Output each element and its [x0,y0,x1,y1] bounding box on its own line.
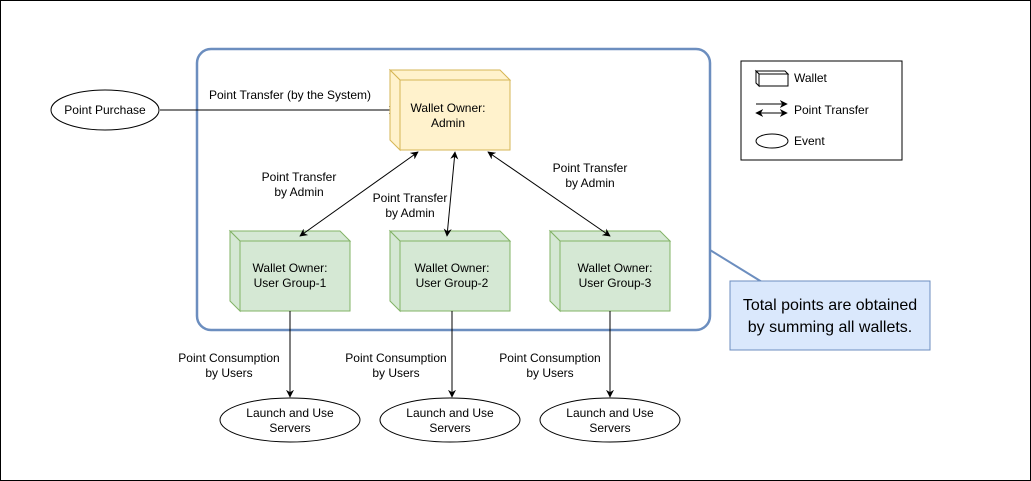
wallet-container [195,47,712,332]
label-system-transfer: Point Transfer (by the System) [209,88,371,102]
event-launch-1-line-2: Servers [269,421,310,435]
legend-wallet-icon [754,69,790,88]
event-launch-3-line-1: Launch and Use [566,406,654,420]
label-admin-transfer-3-line-2: by Admin [565,176,614,190]
label-consumption-3-line-1: Point Consumption [499,351,600,365]
wallet-user-group-3: Wallet Owner: User Group-3 [548,229,672,313]
label-admin-transfer-2-line-2: by Admin [385,206,434,220]
legend-wallet-label: Wallet [794,71,828,85]
arrow-admin-transfer-2 [443,151,459,237]
event-launch-2-line-1: Launch and Use [406,406,494,420]
legend-event-label: Event [794,134,825,148]
wallet-admin-line-2: Admin [431,116,465,130]
label-consumption-2-line-1: Point Consumption [345,351,446,365]
wallet-user-group-1: Wallet Owner: User Group-1 [228,229,352,313]
label-admin-transfer-1-line-1: Point Transfer [262,170,337,184]
wallet-admin-line-1: Wallet Owner: [411,101,486,115]
event-launch-2-line-2: Servers [429,421,470,435]
event-launch-3-line-2: Servers [589,421,630,435]
wallet-user-group-3-line-2: User Group-3 [579,276,652,290]
event-launch-1-line-1: Launch and Use [246,406,334,420]
summary-note-line-1: Total points are obtained [743,297,917,314]
wallet-user-group-2-line-1: Wallet Owner: [415,261,490,275]
label-consumption-1-line-2: by Users [205,366,252,380]
label-consumption-3-line-2: by Users [526,366,573,380]
label-consumption-2-line-2: by Users [372,366,419,380]
wallet-user-group-1-line-2: User Group-1 [254,276,327,290]
note-connector [709,249,763,283]
event-launch-1: Launch and Use Servers [219,397,361,443]
wallet-user-group-1-line-1: Wallet Owner: [253,261,328,275]
wallet-admin: Wallet Owner: Admin [388,68,512,152]
label-admin-transfer-3-line-1: Point Transfer [553,161,628,175]
wallet-user-group-2-line-2: User Group-2 [416,276,489,290]
legend-transfer-icon [755,100,788,117]
wallet-user-group-2: Wallet Owner: User Group-2 [388,229,512,313]
legend-event-icon [755,133,789,149]
legend-transfer-label: Point Transfer [794,103,869,117]
event-point-purchase-label: Point Purchase [64,103,146,117]
legend: Wallet Point Transfer Event [740,60,903,161]
arrow-admin-transfer-1 [299,151,419,237]
arrow-admin-transfer-3 [487,151,611,237]
label-admin-transfer-1-line-2: by Admin [274,185,323,199]
event-launch-2: Launch and Use Servers [379,397,521,443]
event-point-purchase: Point Purchase [50,89,160,131]
label-admin-transfer-2-line-1: Point Transfer [373,191,448,205]
label-consumption-1-line-1: Point Consumption [178,351,279,365]
summary-note: Total points are obtained by summing all… [729,280,931,351]
wallet-user-group-3-line-1: Wallet Owner: [578,261,653,275]
summary-note-line-2: by summing all wallets. [748,319,913,336]
event-launch-3: Launch and Use Servers [539,397,681,443]
